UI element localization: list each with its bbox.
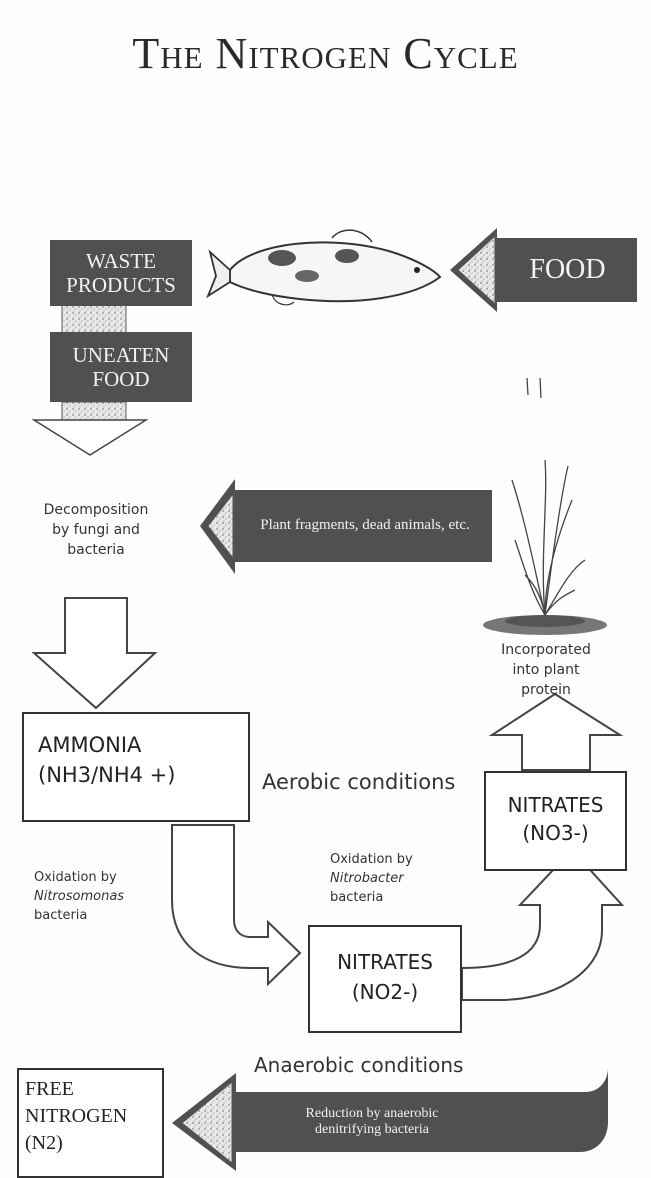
free-nitrogen-line3: (N2) xyxy=(25,1130,162,1157)
waste-column xyxy=(62,305,126,335)
nitrosomonas-line1: Oxidation by xyxy=(34,868,124,887)
waste-column-lower xyxy=(62,402,126,422)
anaerobic-conditions-label: Anaerobic conditions xyxy=(254,1053,463,1077)
nitrobacter-organism: Nitrobacter xyxy=(330,869,413,888)
nitrates-no3-formula: (NO3-) xyxy=(486,819,625,847)
waste-products-label: WASTE PRODUCTS xyxy=(50,240,192,306)
nitrates-no2-formula: (NO2-) xyxy=(310,977,460,1007)
plant-fragments-label: Plant fragments, dead animals, etc. xyxy=(250,494,480,558)
waste-down-arrow xyxy=(34,420,146,455)
reduction-label: Reduction by anaerobic denitrifying bact… xyxy=(252,1096,492,1148)
nitrobacter-line1: Oxidation by xyxy=(330,850,413,869)
aerobic-conditions-label: Aerobic conditions xyxy=(262,770,455,794)
plant-protein-label: Incorporated into plant protein xyxy=(486,640,606,700)
nitrates-no3-box: NITRATES (NO3-) xyxy=(484,771,627,871)
free-nitrogen-line1: FREE xyxy=(25,1076,162,1103)
ammonia-box: AMMONIA (NH3/NH4 +) xyxy=(22,712,250,822)
decomposition-down-arrow xyxy=(34,598,155,708)
fish-icon xyxy=(208,230,440,305)
free-nitrogen-box: FREE NITROGEN (N2) xyxy=(17,1068,164,1178)
nitrates-no2-name: NITRATES xyxy=(310,947,460,977)
nitrosomonas-line3: bacteria xyxy=(34,906,124,925)
ammonia-formula: (NH3/NH4 +) xyxy=(38,760,248,790)
nitrobacter-arrow xyxy=(462,850,622,1000)
plant-icon xyxy=(512,378,585,615)
nitrobacter-line3: bacteria xyxy=(330,888,413,907)
ammonia-name: AMMONIA xyxy=(38,730,248,760)
nitrosomonas-label: Oxidation by Nitrosomonas bacteria xyxy=(34,868,124,925)
nitrates-no2-box: NITRATES (NO2-) xyxy=(308,925,462,1033)
nitrosomonas-arrow xyxy=(172,825,300,984)
nitrates-no3-name: NITRATES xyxy=(486,791,625,819)
uneaten-food-label: UNEATEN FOOD xyxy=(50,332,192,402)
free-nitrogen-line2: NITROGEN xyxy=(25,1103,162,1130)
nitrosomonas-organism: Nitrosomonas xyxy=(34,887,124,906)
nitrobacter-label: Oxidation by Nitrobacter bacteria xyxy=(330,850,413,907)
decomposition-label: Decomposition by fungi and bacteria xyxy=(36,500,156,560)
food-label: FOOD xyxy=(500,240,635,300)
plant-up-arrow xyxy=(492,694,620,770)
